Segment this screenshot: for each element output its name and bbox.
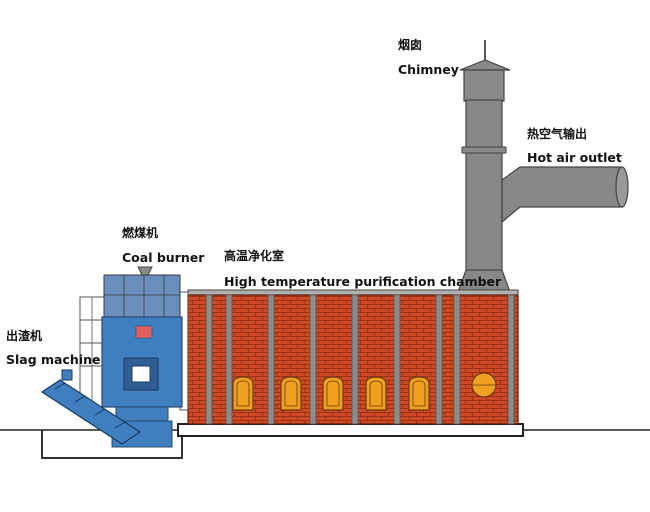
coal-burner-label-en: Coal burner xyxy=(122,250,205,265)
chamber-foundation xyxy=(177,423,524,437)
chimney-label-en: Chimney xyxy=(398,62,459,77)
conveyor-slat-1 xyxy=(54,382,66,390)
hot-air-duct xyxy=(501,166,623,224)
purification-chamber-label-en: High temperature purification chamber xyxy=(224,274,502,289)
chamber-door-inner xyxy=(412,380,426,407)
chamber-door-inner xyxy=(369,380,383,407)
hot-air-outlet-label-zh: 热空气输出 xyxy=(527,127,588,141)
slag-machine-group xyxy=(40,369,142,445)
chamber-door-inner xyxy=(284,380,298,407)
chamber-pillar xyxy=(225,294,233,425)
burner-view-port xyxy=(131,365,151,383)
chamber-pillar xyxy=(309,294,317,425)
chimney-group xyxy=(457,40,511,293)
burner-top-nozzle xyxy=(137,266,153,276)
conveyor-slat-2 xyxy=(74,395,86,403)
chamber-pillars xyxy=(205,294,515,425)
chamber-pillar xyxy=(351,294,359,425)
chamber-pillar xyxy=(507,294,515,425)
chamber-door xyxy=(280,376,302,411)
chamber-door xyxy=(232,376,254,411)
duct-opening xyxy=(615,166,629,208)
chamber-pillar xyxy=(267,294,275,425)
purification-chamber-label-zh: 高温净化室 xyxy=(224,249,285,263)
chamber-pillar xyxy=(393,294,401,425)
chamber-door xyxy=(408,376,430,411)
chamber-door xyxy=(365,376,387,411)
slag-motor xyxy=(61,369,73,381)
conveyor-slat-3 xyxy=(94,408,106,416)
chamber-door-inner xyxy=(236,380,250,407)
chamber-roof-pipe xyxy=(187,289,519,296)
chimney-label-zh: 烟囱 xyxy=(398,38,423,52)
coal-burner-label-zh: 燃煤机 xyxy=(122,226,159,240)
hot-air-duct-group xyxy=(501,166,629,224)
chamber-doors xyxy=(232,376,430,411)
chamber-pillar xyxy=(453,294,461,425)
slag-machine-label-zh: 出渣机 xyxy=(6,329,43,343)
conveyor-slat-4 xyxy=(114,421,126,429)
burner-base xyxy=(115,406,169,422)
slag-pit xyxy=(41,430,183,459)
chamber-pillar xyxy=(435,294,443,425)
chimney-stack xyxy=(465,99,503,293)
chimney-cap xyxy=(459,59,511,71)
chamber-door-inner xyxy=(326,380,340,407)
hot-air-outlet-label-en: Hot air outlet xyxy=(527,150,622,165)
coal-hopper xyxy=(103,274,181,318)
chimney-flange xyxy=(461,146,507,154)
burner-logo xyxy=(135,325,153,339)
chamber-door xyxy=(322,376,344,411)
chamber-pillar xyxy=(205,294,213,425)
chimney-hood xyxy=(463,69,505,102)
slag-machine-label-en: Slag machine xyxy=(6,352,101,367)
